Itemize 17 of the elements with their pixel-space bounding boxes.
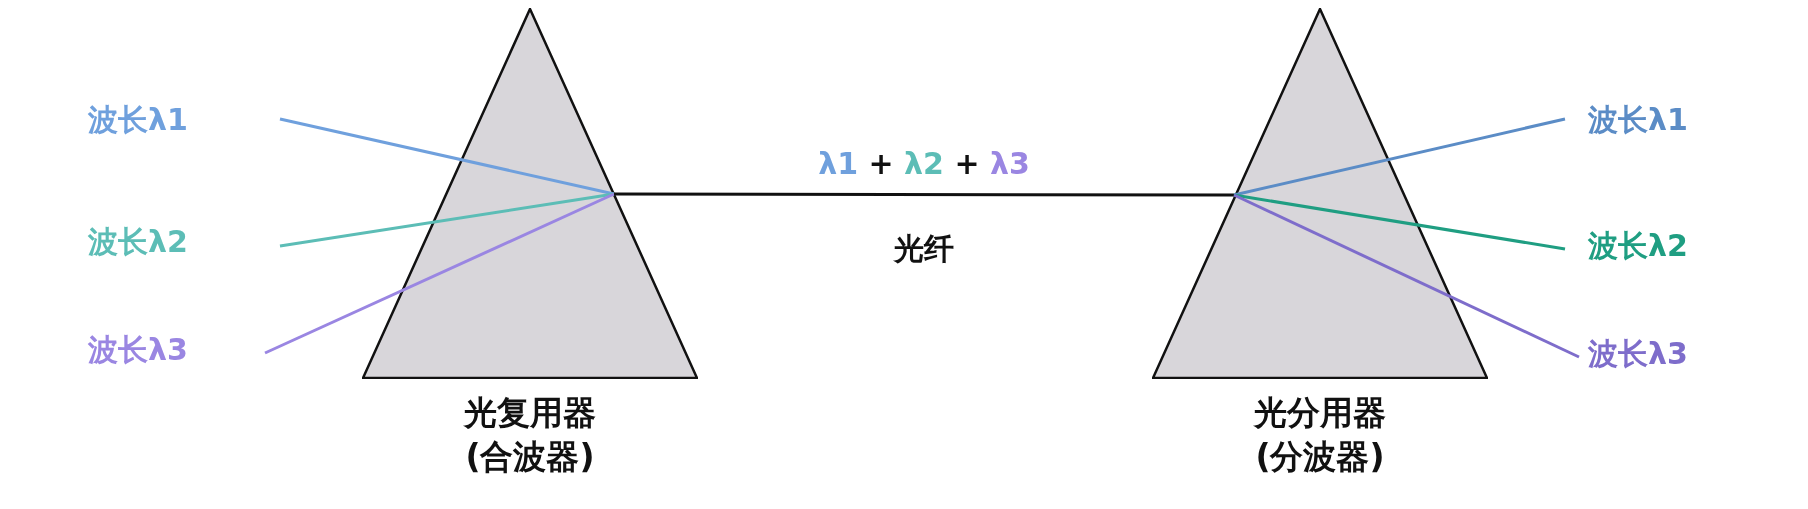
- wavelength-label: 波长λ3: [1588, 334, 1718, 374]
- light-ray: [1233, 193, 1580, 359]
- optical-fiber-line: [614, 192, 1234, 197]
- light-ray: [279, 117, 615, 196]
- light-ray: [1233, 117, 1566, 197]
- wavelength-label: 波长λ2: [88, 222, 218, 262]
- wavelength-label: 波长λ2: [1588, 226, 1718, 266]
- light-ray: [1233, 193, 1566, 251]
- wavelength-label: 波长λ3: [88, 330, 218, 370]
- light-ray: [264, 192, 615, 355]
- device-caption: (分波器): [1255, 436, 1385, 478]
- device-caption: 光复用器: [464, 392, 596, 434]
- wavelength-sum-label: λ1 + λ2 + λ3: [818, 145, 1030, 180]
- wavelength-label: 波长λ1: [88, 100, 218, 140]
- device-caption: (合波器): [465, 436, 595, 478]
- device-caption: 光分用器: [1254, 392, 1386, 434]
- wavelength-label: 波长λ1: [1588, 100, 1718, 140]
